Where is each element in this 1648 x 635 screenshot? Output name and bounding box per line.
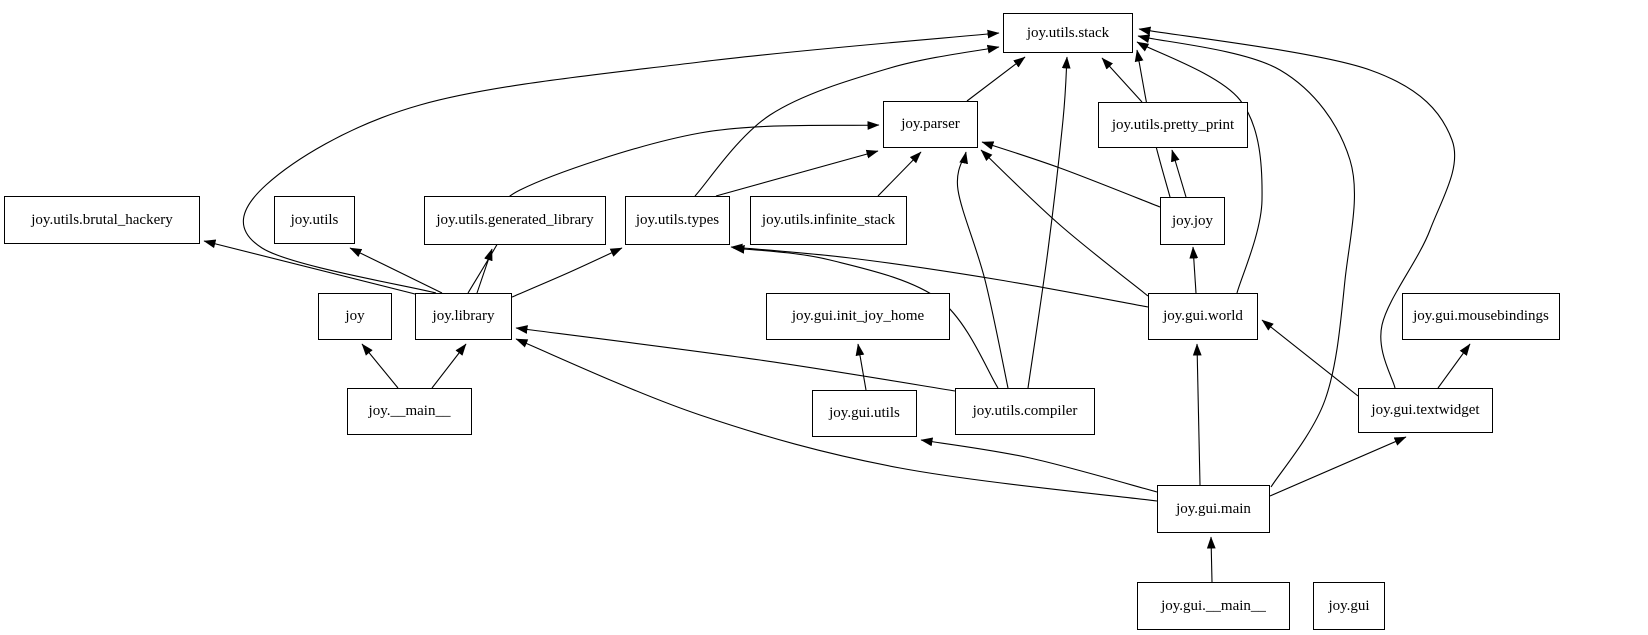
edge-joy-gui-textwidget--joy-gui-world — [1261, 319, 1359, 397]
edge-joy-library--joy-utils-stack — [242, 29, 1000, 294]
node-label: joy.utils.pretty_print — [1111, 116, 1235, 133]
node-joy-utils-stack: joy.utils.stack — [1003, 13, 1133, 53]
node-label: joy.gui — [1328, 597, 1370, 614]
node-label: joy.gui.utils — [829, 405, 900, 421]
node-joy-gui-init-joy-home: joy.gui.init_joy_home — [766, 293, 950, 340]
edge-joy-gui-utils--joy-gui-init-joy-home — [855, 343, 867, 391]
edge-joy-utils-types--joy-utils-stack — [694, 44, 1000, 197]
node-label: joy.utils.generated_library — [436, 212, 594, 228]
node-label: joy.utils.types — [635, 212, 720, 228]
edge-joy-joy--joy-parser — [981, 141, 1161, 208]
edge-joy-gui-main--joy-gui-main — [1206, 536, 1216, 583]
edge-joy-gui-main--joy-library — [515, 338, 1158, 502]
node-joy-gui-main: joy.gui.main — [1157, 485, 1270, 533]
edge-joy-utils-compiler--joy-utils-types — [732, 245, 999, 389]
edge-joy-gui-textwidget--joy-utils-stack — [1138, 26, 1456, 389]
node-joy-utils-generated-library: joy.utils.generated_library — [424, 196, 606, 245]
node-label: joy.gui.__main__ — [1161, 597, 1266, 614]
node-label: joy.utils.compiler — [972, 403, 1078, 419]
node-label: joy.__main__ — [368, 403, 451, 419]
node-label: joy.gui.textwidget — [1371, 402, 1480, 418]
node-label: joy.gui.main — [1176, 500, 1251, 517]
edge-joy-utils-pretty-print--joy-utils-stack — [1101, 57, 1143, 103]
node-joy-utils-infinite-stack: joy.utils.infinite_stack — [750, 196, 907, 245]
edge-joy-gui-world--joy-utils-types — [730, 243, 1149, 308]
node-joy-utils: joy.utils — [274, 196, 355, 244]
node-joy-gui-textwidget: joy.gui.textwidget — [1358, 388, 1493, 433]
node-joy: joy — [318, 293, 392, 340]
edge-joy-joy--joy-utils-pretty-print — [1171, 149, 1187, 198]
node-label: joy.library — [432, 308, 495, 324]
node-label: joy.utils.stack — [1026, 24, 1110, 41]
node-label: joy.utils — [290, 211, 339, 228]
edge-joy-gui-main--joy-gui-utils — [920, 437, 1158, 493]
edge-joy-library--joy-utils — [349, 247, 443, 294]
node-joy-library: joy.library — [415, 293, 512, 340]
edge-joy-gui-world--joy-utils-stack — [1136, 41, 1263, 294]
edge-joy-parser--joy-utils-stack — [966, 56, 1026, 102]
edge-joy-main--joy-library — [431, 343, 467, 389]
node-joy-parser: joy.parser — [883, 101, 978, 148]
node-joy-utils-compiler: joy.utils.compiler — [955, 388, 1095, 435]
node-label: joy — [345, 308, 365, 324]
edge-joy-library--joy-utils-generated-library — [476, 248, 493, 294]
edge-joy-library--joy-utils-brutal-hackery — [203, 239, 420, 296]
node-label: joy.gui.mousebindings — [1413, 308, 1549, 324]
node-joy-gui-world: joy.gui.world — [1148, 293, 1258, 340]
edge-joy-utils-infinite-stack--joy-parser — [877, 151, 922, 197]
node-joy-main: joy.__main__ — [347, 388, 472, 435]
edge-joy-utils-compiler--joy-library — [515, 325, 956, 392]
node-joy-gui-mousebindings: joy.gui.mousebindings — [1402, 293, 1560, 340]
node-joy-gui-utils: joy.gui.utils — [812, 390, 917, 437]
node-joy-gui-main: joy.gui.__main__ — [1137, 582, 1290, 630]
edge-joy-gui-main--joy-gui-textwidget — [1269, 436, 1407, 497]
node-label: joy.utils.infinite_stack — [761, 212, 896, 228]
edge-joy-gui-main--joy-gui-world — [1192, 343, 1202, 486]
node-joy-utils-pretty-print: joy.utils.pretty_print — [1098, 102, 1248, 148]
edge-joy-utils-types--joy-parser — [715, 149, 879, 197]
edge-joy-library--joy-utils-types — [511, 247, 623, 298]
node-label: joy.utils.brutal_hackery — [31, 211, 173, 228]
edge-joy-gui-world--joy-joy — [1189, 246, 1199, 294]
edge-joy-gui-world--joy-parser — [980, 149, 1149, 297]
node-joy-gui: joy.gui — [1313, 582, 1385, 630]
node-label: joy.joy — [1171, 212, 1214, 229]
node-label: joy.gui.init_joy_home — [791, 308, 925, 324]
edge-joy-gui-textwidget--joy-gui-mousebindings — [1437, 343, 1471, 389]
edge-joy-main--joy — [361, 343, 399, 389]
node-label: joy.parser — [901, 116, 960, 132]
node-joy-utils-types: joy.utils.types — [625, 196, 730, 245]
node-joy-utils-brutal-hackery: joy.utils.brutal_hackery — [4, 196, 200, 244]
node-joy-joy: joy.joy — [1160, 197, 1225, 245]
node-label: joy.gui.world — [1163, 308, 1243, 324]
edge-joy-utils-compiler--joy-utils-stack — [1027, 56, 1071, 389]
edge-joy-gui-main--joy-utils-stack — [1137, 34, 1355, 488]
edge-joy-utils-compiler--joy-parser — [956, 151, 1009, 389]
